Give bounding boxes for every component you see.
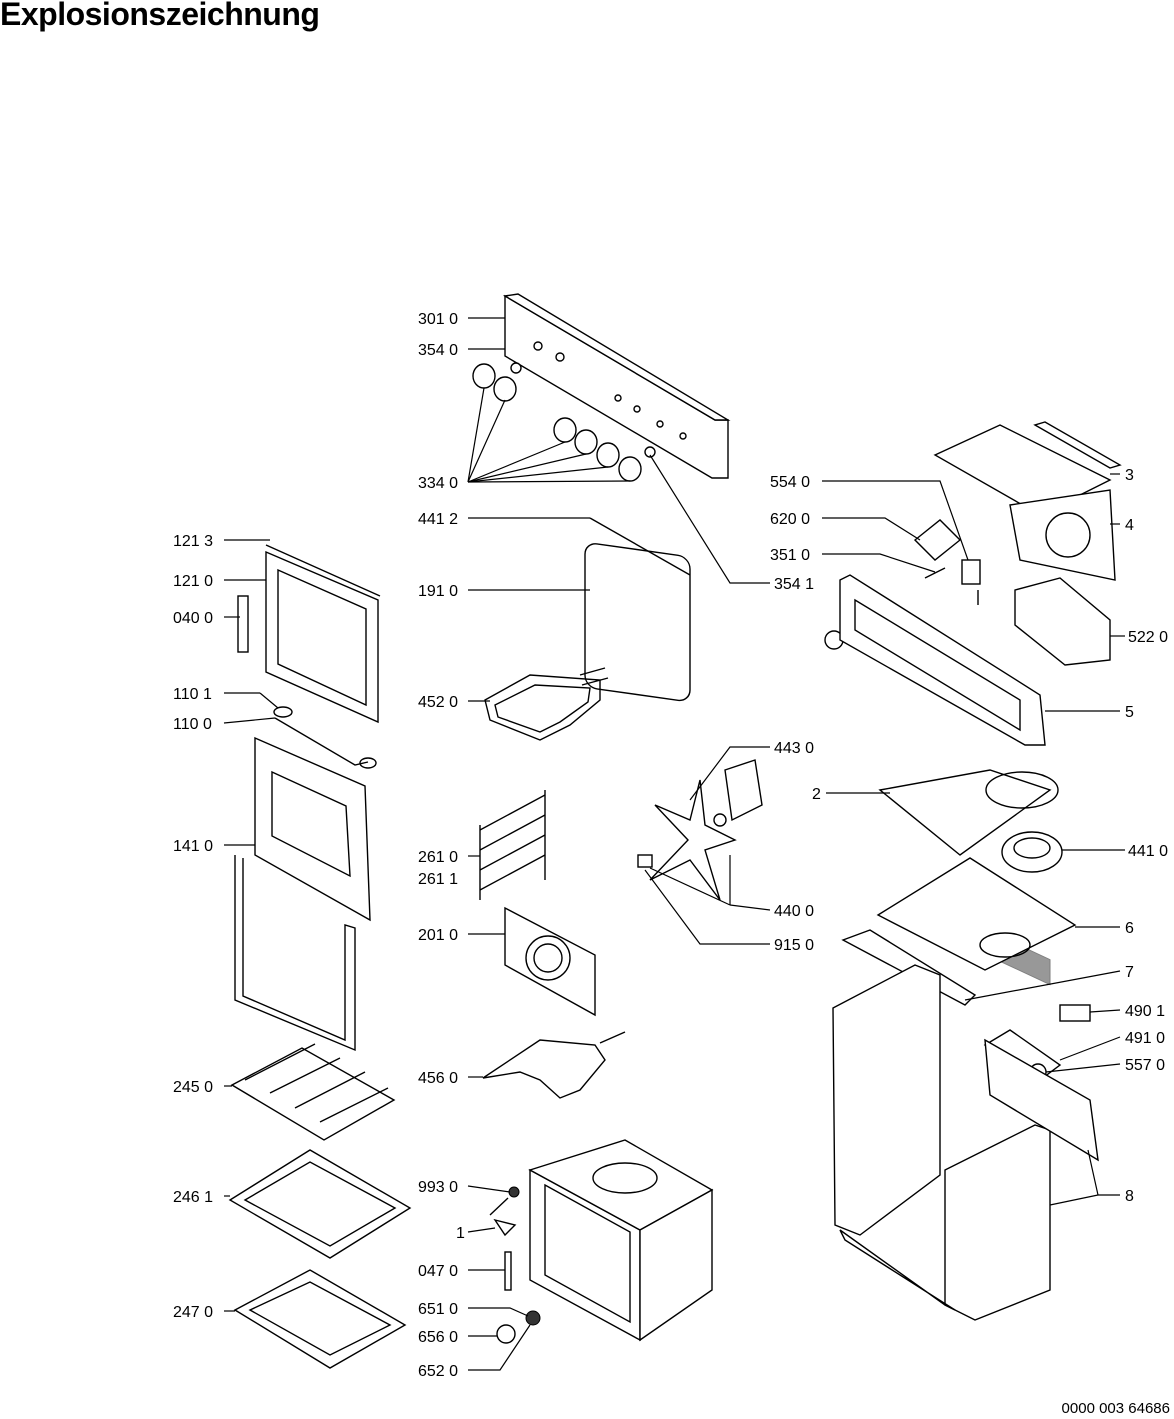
wire-shelf-part <box>230 1043 396 1141</box>
control-panel-part <box>502 293 731 479</box>
part-label: 915 0 <box>774 937 814 954</box>
part-label: 334 0 <box>418 475 458 492</box>
part-label: 247 0 <box>173 1304 213 1321</box>
part-label: 3 <box>1125 467 1134 484</box>
part-label: 452 0 <box>418 694 458 711</box>
part-label: 191 0 <box>418 583 458 600</box>
part-label: 557 0 <box>1125 1057 1165 1074</box>
part-label: 993 0 <box>418 1179 458 1196</box>
part-label: 040 0 <box>173 610 213 627</box>
part-label: 1 <box>456 1225 465 1242</box>
control-knobs <box>472 362 656 482</box>
cooling-fan-part <box>1001 831 1063 873</box>
part-label: 652 0 <box>418 1363 458 1380</box>
fan-blade-part <box>637 779 737 901</box>
rear-fan-cover-part <box>504 906 596 1017</box>
part-label: 351 0 <box>770 547 810 564</box>
small-parts-door-lock <box>489 1186 541 1344</box>
part-label: 8 <box>1125 1188 1134 1205</box>
page-title: Explosionszeichnung <box>0 0 320 32</box>
part-label: 441 0 <box>1128 843 1168 860</box>
electronics-module-part <box>1014 577 1111 666</box>
part-label: 491 0 <box>1125 1030 1165 1047</box>
part-label: 121 3 <box>173 533 213 550</box>
door-hinge-part <box>237 595 249 653</box>
part-label: 354 0 <box>418 342 458 359</box>
part-label: 656 0 <box>418 1329 458 1346</box>
part-label: 443 0 <box>774 740 814 757</box>
part-label: 121 0 <box>173 573 213 590</box>
part-label: 201 0 <box>418 927 458 944</box>
part-labels: 301 0 354 0 334 0 441 2 354 1 191 0 452 … <box>173 311 1168 1380</box>
part-label: 441 2 <box>418 511 458 528</box>
housing-part <box>832 964 1099 1321</box>
part-label: 110 0 <box>173 716 212 733</box>
part-label: 4 <box>1125 517 1134 534</box>
part-label: 354 1 <box>774 576 814 593</box>
part-label: 245 0 <box>173 1079 213 1096</box>
part-label: 490 1 <box>1125 1003 1165 1020</box>
part-label: 2 <box>812 786 821 803</box>
grill-element-part <box>484 667 609 741</box>
part-label: 110 1 <box>173 686 212 703</box>
baking-tray-part <box>228 1149 412 1259</box>
part-label: 047 0 <box>418 1263 458 1280</box>
part-label: 554 0 <box>770 474 810 491</box>
oven-cavity-part <box>528 1139 714 1342</box>
door-frame-part <box>265 544 381 724</box>
part-label: 651 0 <box>418 1301 458 1318</box>
top-plate-part <box>876 857 1077 971</box>
door-seal-part <box>584 517 691 702</box>
switch-and-terminal-parts <box>824 519 981 650</box>
part-label: 246 1 <box>173 1189 213 1206</box>
part-label: 620 0 <box>770 511 810 528</box>
fan-motor-part <box>713 759 763 827</box>
front-fascia-frame-part <box>839 574 1046 746</box>
part-label: 5 <box>1125 704 1134 721</box>
part-label: 141 0 <box>173 838 213 855</box>
document-number: 0000 003 64686 <box>1061 1400 1170 1417</box>
door-handle-part <box>273 706 377 769</box>
roasting-pan-part <box>233 1269 407 1369</box>
part-label: 522 0 <box>1128 629 1168 646</box>
bottom-element-part <box>482 1031 626 1099</box>
part-label: 301 0 <box>418 311 458 328</box>
part-label: 261 0 <box>418 849 458 866</box>
part-label: 440 0 <box>774 903 814 920</box>
part-label: 7 <box>1125 964 1134 981</box>
back-cover-part <box>1009 489 1116 581</box>
leader-lines <box>223 317 1125 1371</box>
part-label: 6 <box>1125 920 1134 937</box>
part-label: 456 0 <box>418 1070 458 1087</box>
side-rack-part <box>479 790 546 900</box>
part-label: 261 1 <box>418 871 458 888</box>
air-duct-plate-part <box>878 769 1059 856</box>
door-glass-part <box>234 736 371 1052</box>
